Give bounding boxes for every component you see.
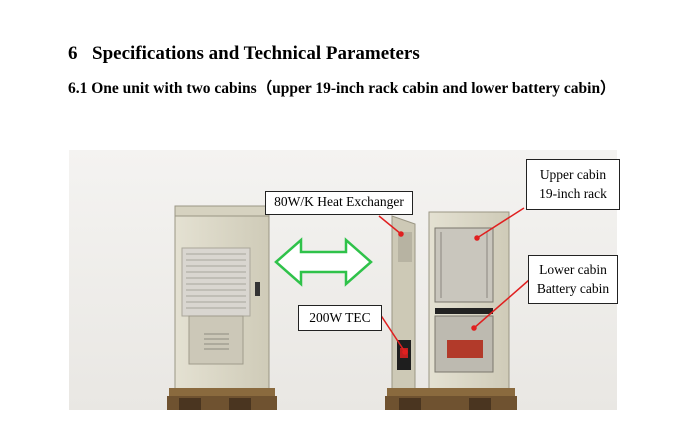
callout-tec-text: 200W TEC	[309, 310, 371, 325]
callout-lower-cabin-line2: Battery cabin	[536, 281, 610, 296]
callout-lower-cabin: Lower cabin Battery cabin	[528, 255, 618, 304]
callout-heat-exchanger-text: 80W/K Heat Exchanger	[274, 194, 404, 209]
closed-cabinet	[174, 205, 270, 393]
pallet-right	[385, 388, 517, 410]
pallet-left	[167, 388, 277, 410]
double-arrow-icon	[274, 237, 373, 287]
open-door	[391, 215, 416, 403]
leader-lines	[378, 207, 530, 355]
callout-heat-exchanger: 80W/K Heat Exchanger	[265, 191, 413, 215]
callout-lower-cabin-line1: Lower cabin	[539, 262, 607, 277]
section-heading: 6 Specifications and Technical Parameters	[68, 43, 420, 65]
section-number: 6	[68, 43, 78, 64]
callout-upper-cabin-line1: Upper cabin	[539, 167, 607, 182]
open-cabinet	[428, 211, 510, 393]
callout-upper-cabin-line2: 19-inch rack	[539, 186, 607, 201]
callout-tec: 200W TEC	[298, 305, 382, 331]
subsection-heading: 6.1 One unit with two cabins（upper 19-in…	[68, 80, 616, 97]
callout-upper-cabin: Upper cabin 19-inch rack	[526, 159, 620, 210]
section-title: Specifications and Technical Parameters	[92, 43, 420, 64]
